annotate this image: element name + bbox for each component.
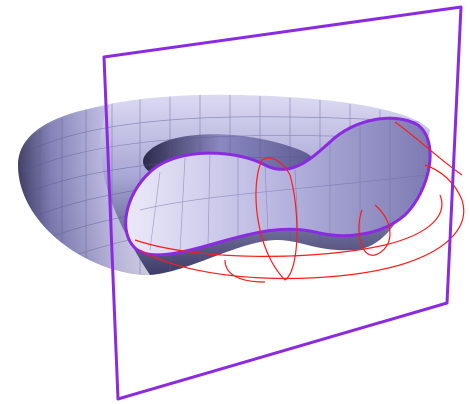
cutting-plane — [102, 5, 463, 401]
cut-face-mesh — [139, 116, 426, 253]
torus-left-shading — [18, 105, 150, 275]
torus-body — [18, 94, 432, 276]
curve-inner-ellipse — [134, 194, 443, 257]
red-curves — [134, 121, 465, 283]
section-outline — [124, 116, 432, 257]
curve-side-loop — [358, 204, 391, 256]
curve-top-arc — [394, 121, 463, 176]
curve-mid-arc — [224, 259, 266, 283]
torus-cut-face — [125, 118, 431, 255]
curve-meridian — [255, 157, 298, 281]
curve-outer-ellipse — [139, 164, 465, 280]
